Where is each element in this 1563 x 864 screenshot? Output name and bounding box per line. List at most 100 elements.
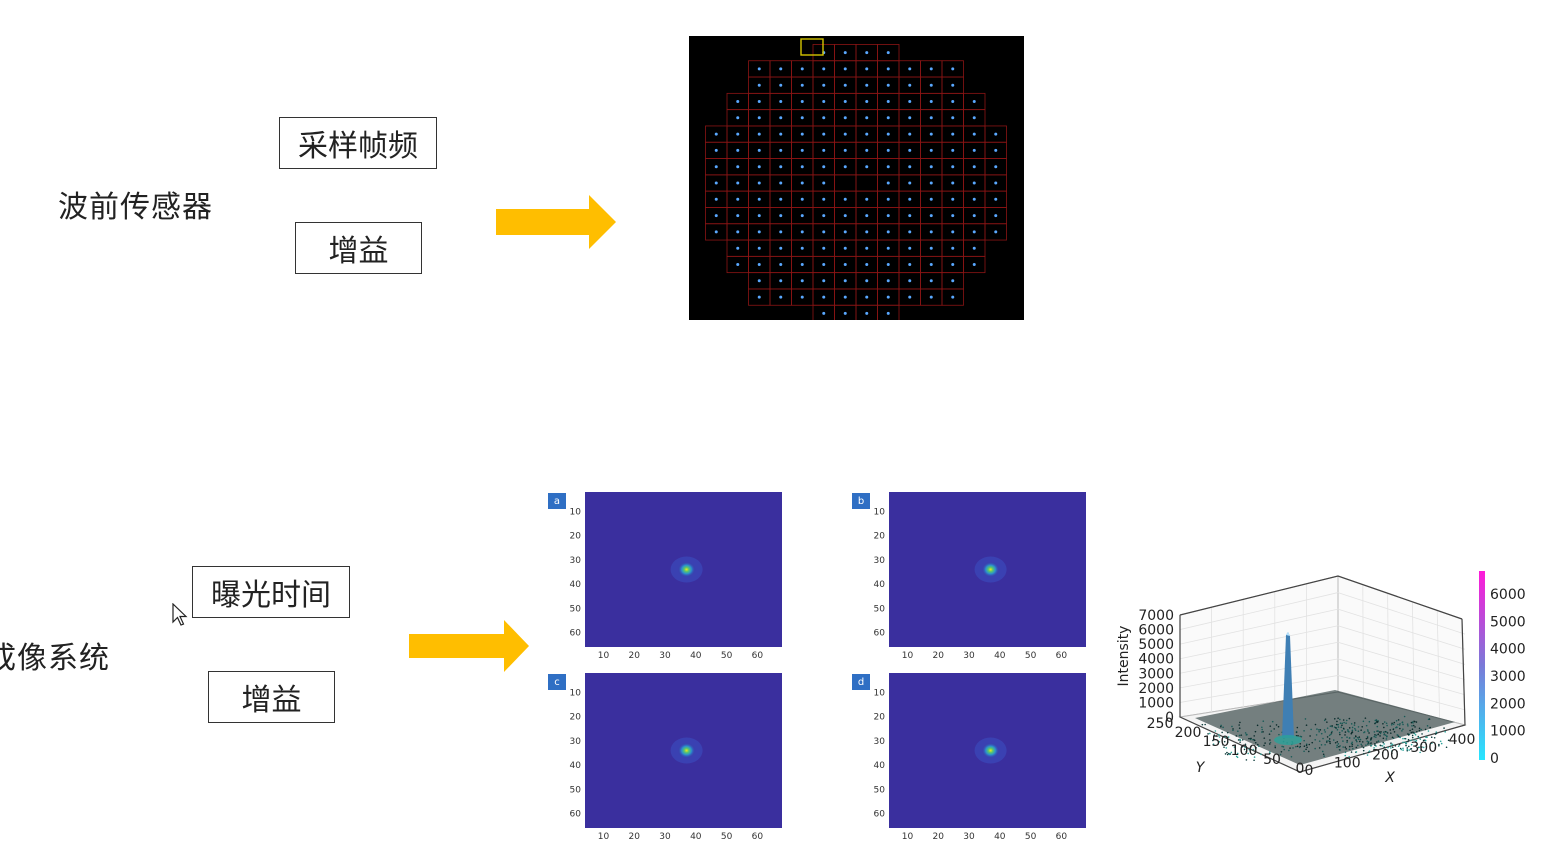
focal-spot (822, 67, 826, 71)
y-tick-label: 10 (874, 507, 886, 517)
focal-spot (822, 197, 826, 201)
imaging-system-label: 成像系统 (0, 641, 110, 676)
noise-point (1269, 752, 1271, 755)
noise-point (1431, 742, 1433, 745)
focal-spot (779, 165, 783, 169)
focal-spot (736, 214, 740, 218)
noise-point (1226, 751, 1228, 754)
y-tick-label: 50 (874, 604, 886, 614)
x-tick-label: 20 (629, 832, 641, 841)
focal-spot (714, 132, 718, 136)
x-tick-label: 200 (1372, 748, 1399, 764)
y-tick-label: 250 (1147, 716, 1174, 732)
noise-point (1408, 749, 1411, 751)
panel-tag: c (548, 674, 566, 690)
x-tick-label: 60 (1056, 651, 1068, 660)
focal-spot (929, 197, 933, 201)
noise-point (1406, 747, 1409, 749)
focal-spot (757, 116, 761, 120)
focal-spot (843, 51, 847, 55)
focal-spot (843, 132, 847, 136)
focal-spot (779, 67, 783, 71)
focal-spot (865, 246, 869, 250)
noise-point (1215, 735, 1218, 737)
focal-spot (951, 165, 955, 169)
grid-line (1337, 625, 1466, 665)
focal-spot (929, 263, 933, 266)
focal-spot (972, 197, 976, 201)
focal-spot (865, 197, 869, 201)
y-tick-label: 10 (570, 688, 582, 698)
noise-point (1218, 740, 1221, 743)
focal-spot (800, 116, 804, 120)
focal-spot (822, 230, 826, 234)
grid-line (1337, 675, 1466, 711)
focal-spot (865, 132, 869, 136)
focal-spot (972, 214, 976, 218)
lenslet-cell (855, 174, 878, 192)
noise-point (1221, 731, 1223, 734)
y-tick-label: 200 (1175, 725, 1202, 741)
noise-point (1391, 750, 1393, 752)
focal-spot (757, 214, 761, 218)
focal-spot (822, 148, 826, 152)
focal-spot (908, 279, 912, 283)
focal-spot (865, 295, 869, 299)
focal-spot (843, 67, 847, 71)
focal-spot (757, 295, 761, 299)
focal-spot (757, 246, 761, 250)
focal-spot (908, 67, 912, 71)
focal-spot (972, 100, 976, 103)
focal-spot (994, 230, 998, 234)
noise-point (1381, 745, 1384, 747)
x-tick-label: 40 (994, 651, 1006, 660)
focal-spot (972, 181, 976, 185)
noise-point (1225, 747, 1228, 749)
focal-spot (865, 279, 869, 283)
focal-spot (714, 148, 718, 152)
grid-line (1337, 592, 1466, 635)
focal-spot (886, 148, 890, 152)
grid-line (1179, 658, 1339, 689)
y-tick-label: 60 (874, 628, 886, 638)
noise-point (1214, 730, 1217, 732)
noise-point (1447, 739, 1450, 742)
noise-point (1241, 745, 1244, 748)
focal-spot (951, 67, 955, 71)
x-tick-label: 20 (933, 651, 945, 660)
focal-spot (908, 116, 912, 120)
focal-spot (843, 295, 847, 299)
focal-spot (800, 295, 804, 299)
grid-line (1337, 608, 1466, 650)
focal-spot (908, 181, 912, 185)
noise-point (1402, 741, 1404, 744)
mouse-cursor-icon (172, 602, 188, 631)
y-tick-label: 50 (570, 604, 582, 614)
noise-point (1224, 753, 1227, 755)
x-tick-label: 50 (721, 651, 733, 660)
focal-spot (800, 132, 804, 136)
x-tick-label: 10 (598, 832, 610, 841)
z-axis-label: Intensity (1116, 626, 1132, 687)
grid-line (1179, 675, 1339, 703)
noise-point (1381, 751, 1384, 754)
x-tick-label: 60 (752, 651, 764, 660)
noise-point (1407, 745, 1410, 748)
focal-spot (822, 100, 826, 103)
y-tick-label: 50 (1263, 752, 1281, 768)
noise-point (1243, 748, 1246, 751)
x-tick-label: 30 (963, 651, 975, 660)
focal-spot (779, 295, 783, 299)
noise-point (1413, 739, 1415, 741)
noise-point (1236, 752, 1239, 755)
noise-point (1260, 753, 1262, 756)
spot-core (981, 742, 1000, 759)
noise-point (1226, 741, 1229, 744)
y-tick-label: 30 (874, 737, 886, 747)
noise-point (1367, 751, 1370, 754)
noise-point (1244, 743, 1247, 746)
focal-spot (779, 214, 783, 218)
focal-spot (951, 295, 955, 299)
focal-spot (800, 67, 804, 71)
